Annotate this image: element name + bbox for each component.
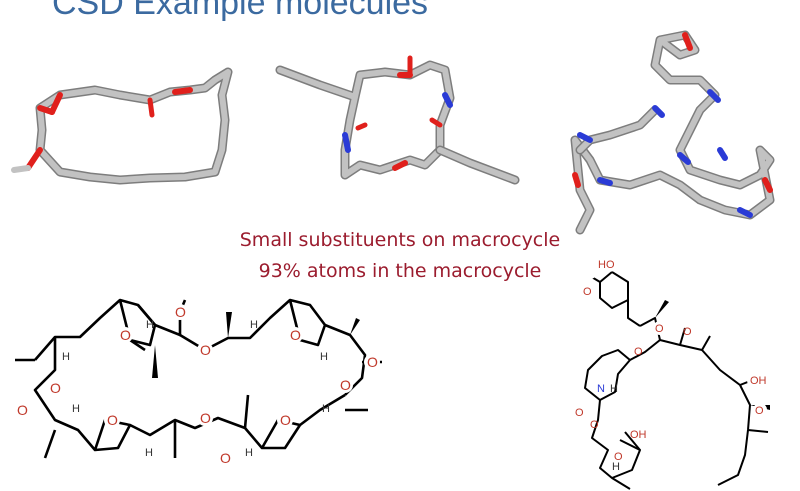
atom-label-hydrogen: H [62,351,70,363]
atom-label-oxygen: O [583,286,592,298]
atom-label-hydrogen: H [145,447,153,459]
atom-label-oxygen: O [290,327,301,343]
atom-label-oxygen: O [590,419,599,431]
atom-label-oxygen: O [614,451,623,463]
molecule-3d-2 [275,55,520,185]
atom-label-hydroxyl: OH [630,429,647,441]
atom-label-oxygen: O [367,354,378,370]
atom-label-nitrogen: N [597,383,605,395]
atom-label-oxygen: O [683,326,692,338]
atom-label-oxygen: O [280,412,291,428]
atom-label-oxygen: O [634,346,643,358]
atom-label-oxygen: O [175,304,186,320]
atom-label-oxygen: O [340,377,351,393]
slide-title: CSD Example molecules [52,0,429,22]
atom-label-oxygen: O [120,327,131,343]
atom-label-hydrogen: H [612,461,620,473]
atom-label-hydroxyl: HO [598,259,615,271]
atom-label-oxygen: O [17,402,28,418]
atom-label-oxygen: O [755,405,764,417]
atom-label-hydrogen: H [146,319,154,331]
caption-substituents: Small substituents on macrocycle [239,229,561,251]
atom-label-hydrogen: H [250,319,258,331]
atom-label-oxygen: O [50,380,61,396]
atom-label-oxygen: O [655,323,664,335]
atom-label-oxygen: O [200,410,211,426]
atom-label-hydroxyl: OH [750,375,767,387]
atom-label-hydrogen: H [72,403,80,415]
atom-label-oxygen: O [107,412,118,428]
atom-label-hydrogen: H [245,447,253,459]
atom-label-hydrogen: H [322,403,330,415]
atom-label-hydrogen: H [610,383,618,395]
caption-atom-percentage: 93% atoms in the macrocycle [258,260,542,282]
atom-label-oxygen: O [200,342,211,358]
atom-label-oxygen: O [220,450,231,466]
atom-label-oxygen: O [575,407,584,419]
molecule-3d-3 [570,30,775,235]
atom-label-hydrogen: H [320,351,328,363]
molecule-3d-1 [11,67,233,185]
